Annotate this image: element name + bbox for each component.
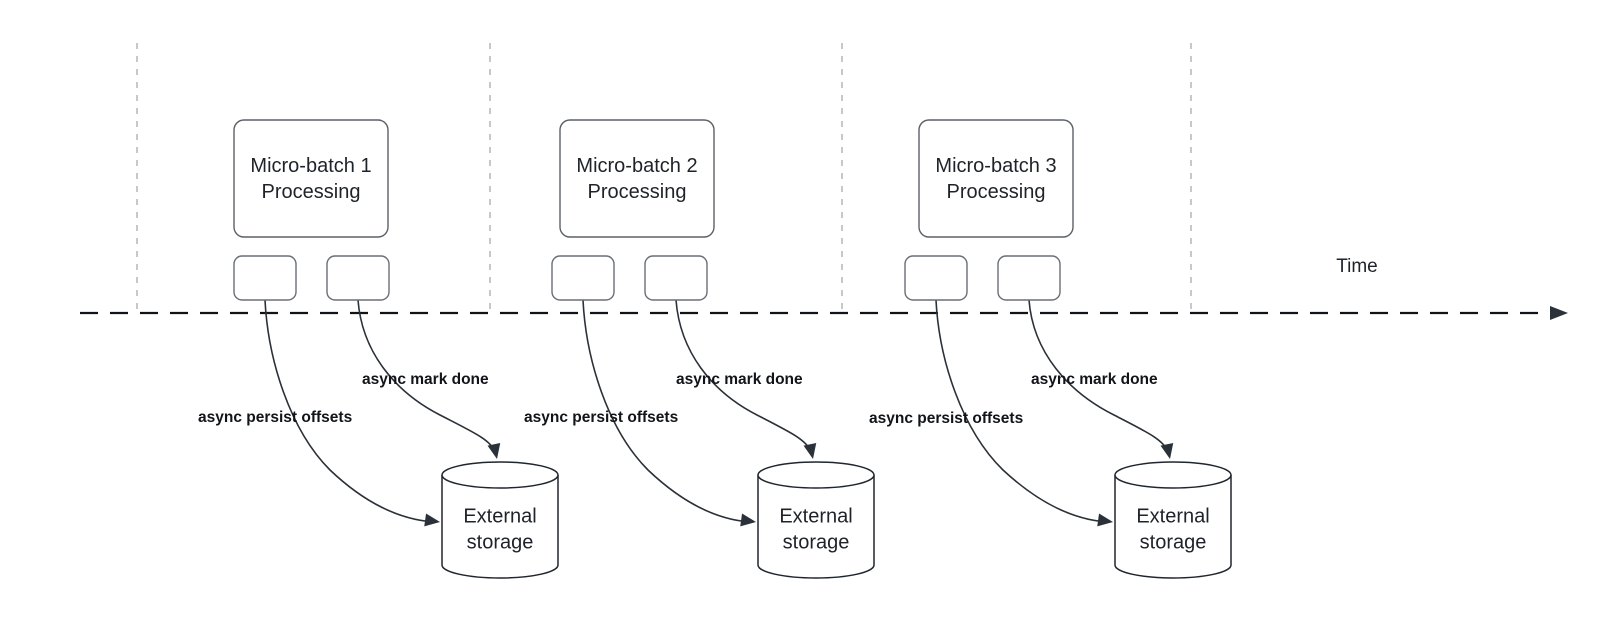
commit-task-box-persist-1[interactable]: [233, 255, 297, 301]
edge-persist-offsets-path: [264, 299, 435, 523]
commit-task-box-mark-2[interactable]: [644, 255, 708, 301]
micro-batch-box-2[interactable]: [559, 119, 715, 238]
edge-persist-offsets-label: async persist offsets: [869, 410, 1023, 427]
commit-task-box-persist-2[interactable]: [551, 255, 615, 301]
edge-mark-done-path: [357, 299, 496, 453]
edge-mark-done-path: [1028, 299, 1169, 453]
external-storage-label-line2-3: storage: [1140, 531, 1207, 553]
external-storage-label-line1-1: External: [463, 505, 536, 527]
commit-task-box-mark-3[interactable]: [997, 255, 1061, 301]
micro-batch-label-line1-1: Micro-batch 1: [250, 155, 371, 177]
external-storage-label-line2-2: storage: [783, 531, 850, 553]
external-storage-cylinder-top-2[interactable]: [757, 461, 875, 489]
timeline-axis-layer: [80, 306, 1568, 320]
edge-persist-offsets-arrowhead: [1097, 513, 1113, 527]
external-storage-label-line2-1: storage: [467, 531, 534, 553]
edge-mark-done-arrowhead: [1160, 442, 1174, 459]
node-layer: [233, 119, 1232, 579]
edge-mark-done-arrowhead: [803, 442, 817, 459]
time-axis-arrowhead: [1550, 306, 1568, 320]
external-storage-label-line1-2: External: [779, 505, 852, 527]
edge-persist-offsets-label: async persist offsets: [524, 409, 678, 426]
micro-batch-box-1[interactable]: [233, 119, 389, 238]
edge-mark-done-arrowhead: [487, 442, 501, 459]
micro-batch-label-line2-1: Processing: [262, 181, 361, 203]
micro-batch-box-3[interactable]: [918, 119, 1074, 238]
edge-mark-done-label: async mark done: [676, 371, 803, 388]
edge-persist-offsets-arrowhead: [740, 513, 756, 527]
edge-layer: [264, 299, 1174, 527]
external-storage-cylinder-body-1[interactable]: [441, 475, 559, 579]
external-storage-cylinder-body-2[interactable]: [757, 475, 875, 579]
micro-batch-label-line1-2: Micro-batch 2: [576, 155, 697, 177]
label-layer: Time async persist offsets async mark done…: [198, 155, 1378, 554]
edge-mark-done-path: [675, 299, 812, 453]
time-axis-label: Time: [1336, 256, 1378, 277]
micro-batch-label-line2-3: Processing: [947, 181, 1046, 203]
micro-batch-label-line2-2: Processing: [588, 181, 687, 203]
external-storage-cylinder-body-3[interactable]: [1114, 475, 1232, 579]
commit-task-box-mark-1[interactable]: [326, 255, 390, 301]
edge-persist-offsets-label: async persist offsets: [198, 409, 352, 426]
external-storage-cylinder-top-1[interactable]: [441, 461, 559, 489]
external-storage-label-line1-3: External: [1136, 505, 1209, 527]
external-storage-cylinder-top-3[interactable]: [1114, 461, 1232, 489]
edge-mark-done-label: async mark done: [1031, 371, 1158, 388]
edge-persist-offsets-path: [582, 299, 751, 523]
edge-persist-offsets-arrowhead: [424, 513, 440, 527]
micro-batch-label-line1-3: Micro-batch 3: [935, 155, 1056, 177]
edge-mark-done-label: async mark done: [362, 371, 489, 388]
edge-persist-offsets-path: [935, 299, 1108, 523]
commit-task-box-persist-3[interactable]: [904, 255, 968, 301]
